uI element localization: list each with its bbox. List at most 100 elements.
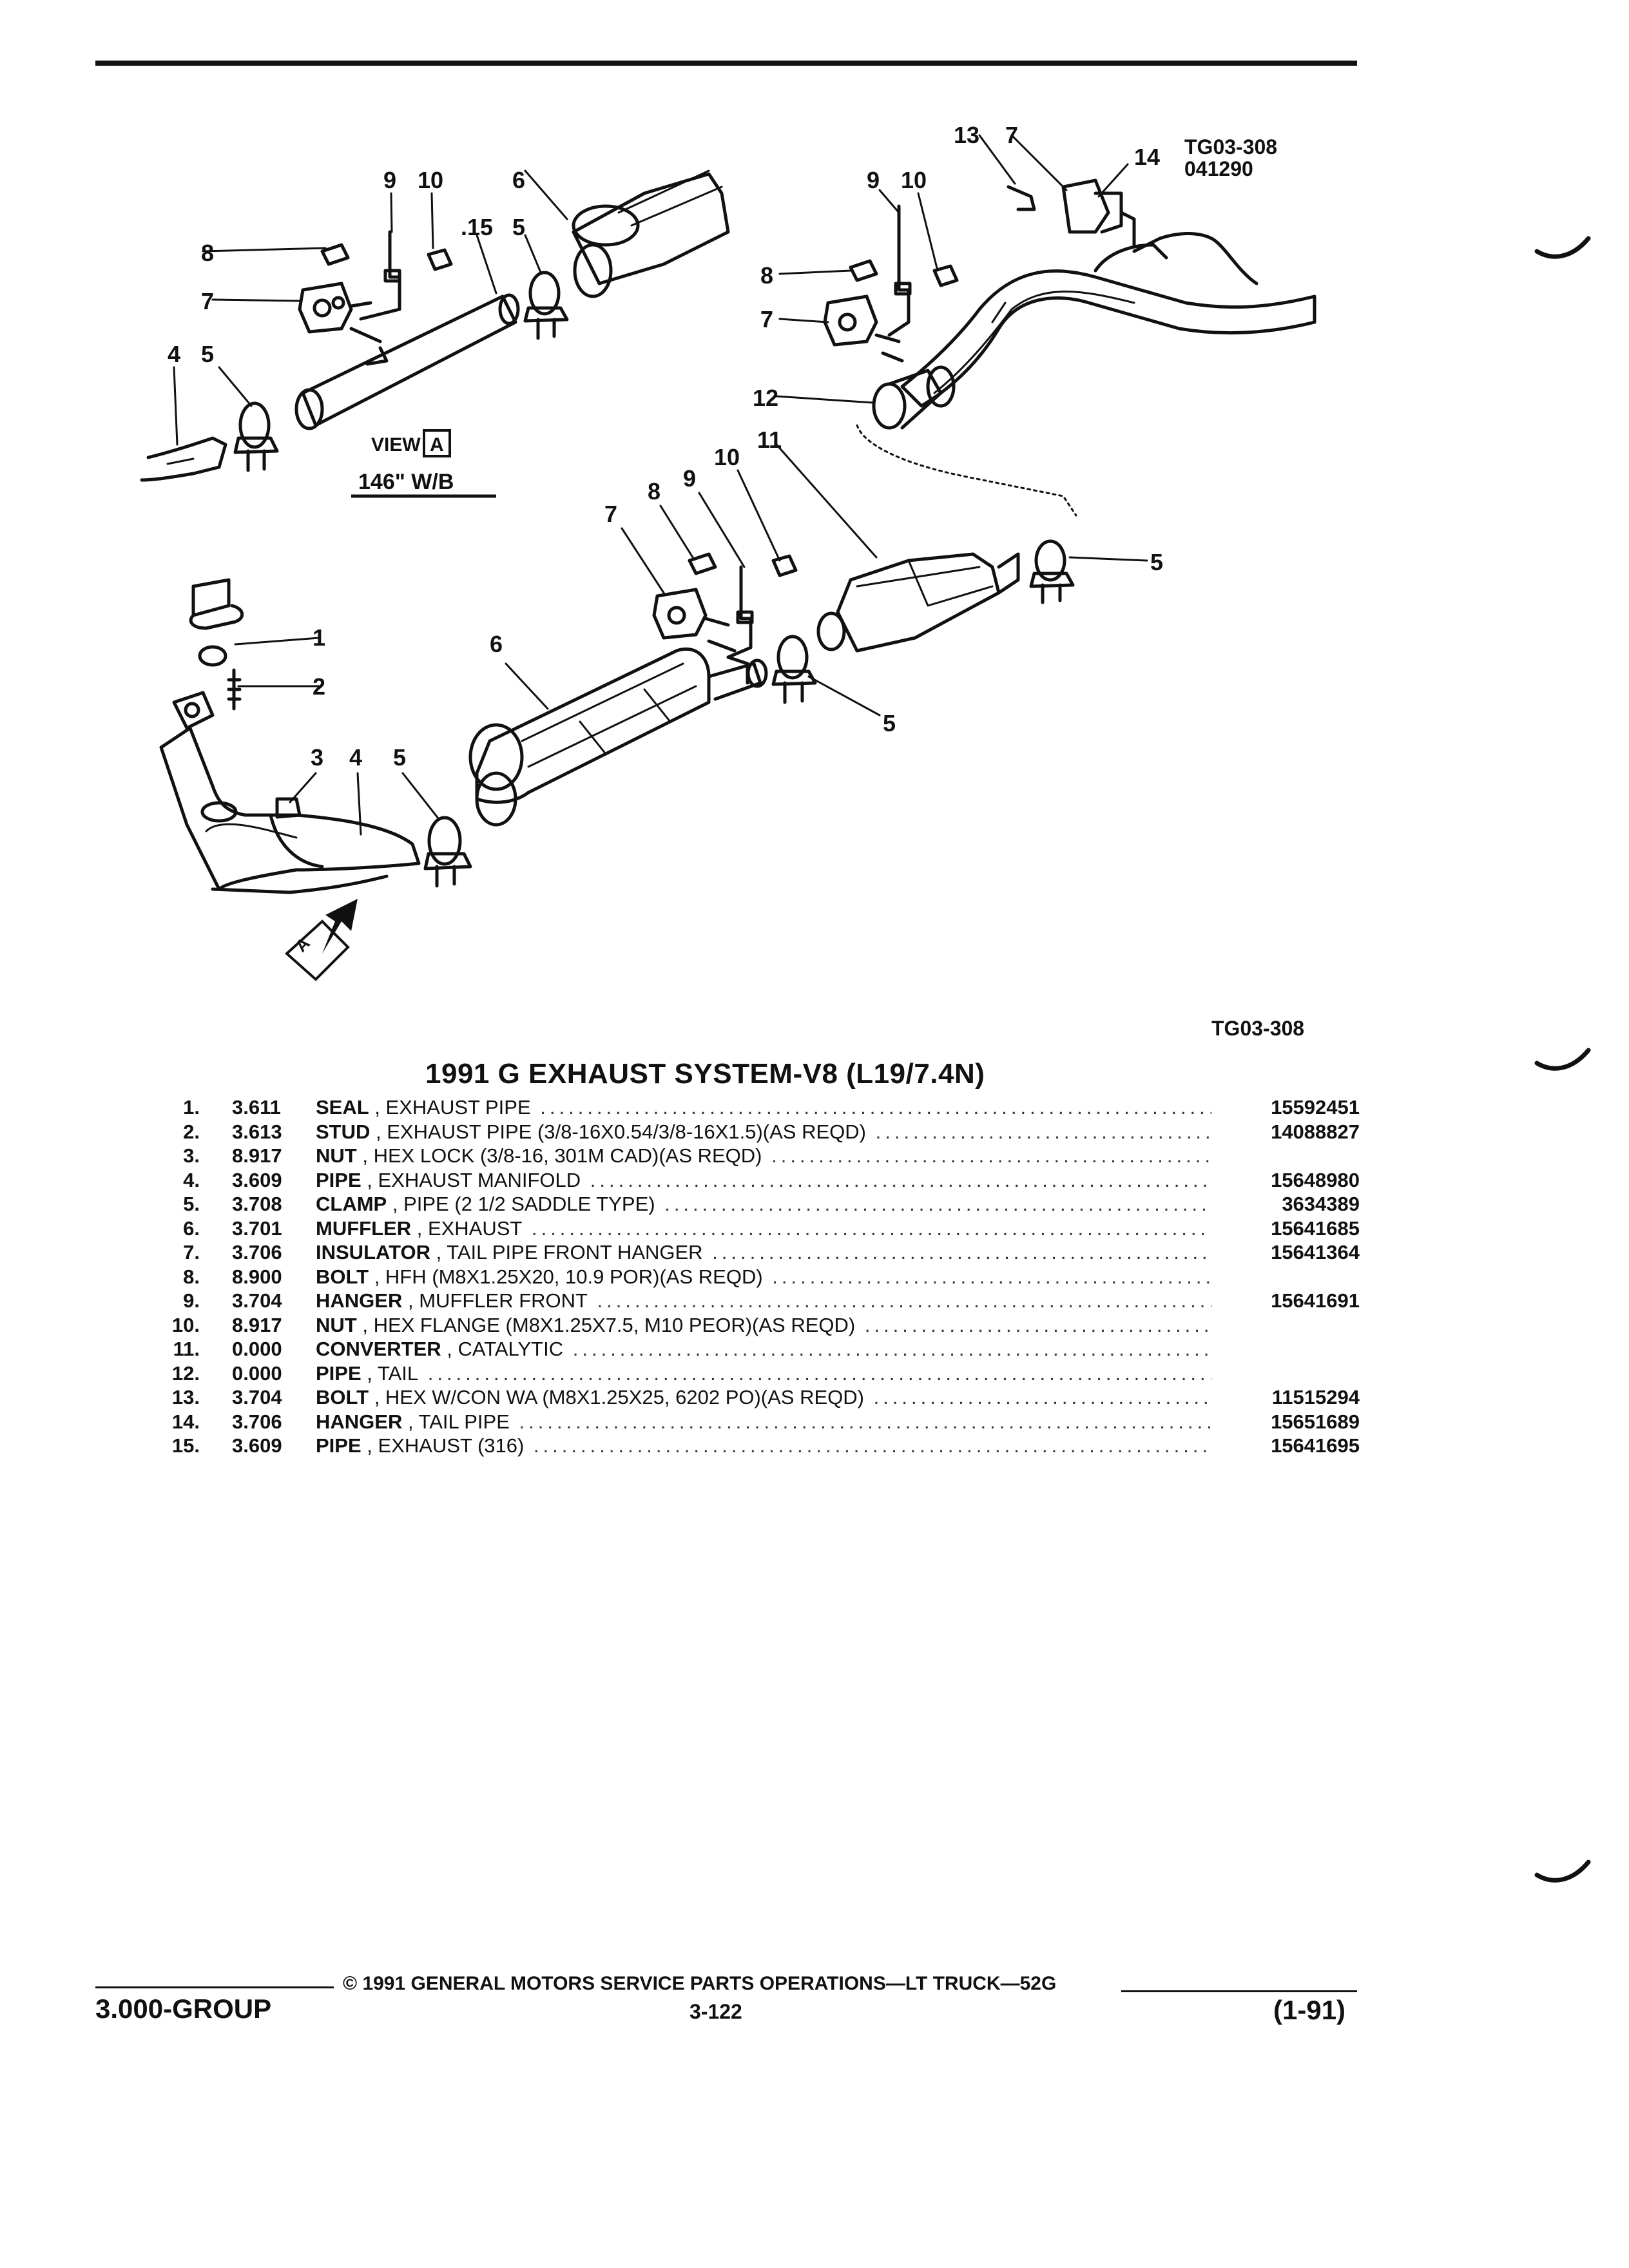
item-code: 0.000 [232,1338,282,1360]
part-number: 15648980 [1271,1168,1360,1191]
item-code: 3.701 [232,1216,282,1240]
part-number: 15651689 [1271,1410,1360,1433]
svg-text:.15: .15 [461,214,493,240]
item-number: 14. [171,1410,200,1433]
footer-rule-left [95,1986,334,1988]
item-code: 3.704 [232,1289,282,1312]
item-name: PIPE [316,1434,361,1457]
item-detail: HEX W/CON WA (M8X1.25X25, 6202 PO)(AS RE… [385,1386,864,1408]
svg-text:10: 10 [418,167,443,193]
item-description: CLAMP , PIPE (2 1/2 SADDLE TYPE) .......… [316,1192,1211,1216]
leader-dots: ........................................… [531,1216,1211,1240]
item-detail-sep: , [361,1168,378,1191]
item-name: NUT [316,1313,357,1336]
item-detail-sep: , [430,1241,447,1264]
item-number: 3. [183,1144,200,1167]
parts-list-row: 10. 8.917 NUT , HEX FLANGE (M8X1.25X7.5, M… [161,1313,1360,1338]
item-detail: TAIL PIPE [418,1410,510,1433]
item-code: 3.613 [232,1120,282,1143]
leader-dots: ........................................… [519,1410,1211,1433]
leader-dots: ........................................… [572,1338,1211,1360]
item-code: 3.706 [232,1410,282,1433]
svg-text:8: 8 [648,478,660,505]
svg-text:7: 7 [201,288,214,314]
leader-dots: ........................................… [771,1144,1211,1167]
svg-text:5: 5 [1150,549,1163,575]
main-exhaust-assembly [159,539,1075,894]
item-code: 3.609 [232,1434,282,1457]
item-code: 3.706 [232,1241,282,1264]
leader-dots: ........................................… [664,1193,1211,1215]
item-number: 2. [183,1120,200,1143]
parts-list-row: 9. 3.704 HANGER , MUFFLER FRONT ..........… [161,1289,1360,1313]
svg-text:13: 13 [954,122,979,148]
item-detail: EXHAUST (316) [378,1434,525,1457]
item-number: 9. [183,1289,200,1312]
item-number: 11. [173,1338,200,1360]
item-name: MUFFLER [316,1216,412,1240]
svg-text:9: 9 [683,465,696,492]
footer-rule-right [1121,1990,1357,1992]
item-code: 3.611 [232,1096,281,1119]
tail-pipe-assembly [823,178,1316,430]
view-a-detail [140,169,730,482]
item-description: HANGER , MUFFLER FRONT .................… [316,1289,1211,1313]
item-description: MUFFLER , EXHAUST ......................… [316,1216,1211,1241]
wheelbase-label: 146" W/B [358,470,454,494]
part-number: 14088827 [1271,1120,1360,1143]
svg-text:11: 11 [757,427,782,453]
item-name: HANGER [316,1410,403,1433]
item-name: SEAL [316,1096,369,1119]
leader-dots: ........................................… [772,1265,1211,1288]
figure-ref-bottom: TG03-308 [1211,1017,1305,1040]
item-detail: EXHAUST MANIFOLD [378,1168,581,1191]
item-detail: TAIL PIPE FRONT HANGER [447,1241,703,1264]
top-rule [95,61,1357,66]
item-detail-sep: , [402,1289,419,1312]
item-code: 0.000 [232,1361,282,1385]
part-number: 15641364 [1271,1241,1360,1264]
item-code: 3.708 [232,1193,282,1215]
view-a-arrow [285,899,358,981]
part-number: 3634389 [1282,1193,1360,1215]
item-detail-sep: , [369,1386,385,1408]
item-name: CONVERTER [316,1338,441,1360]
item-name: CLAMP [316,1193,387,1215]
item-detail: TAIL [377,1361,419,1385]
svg-text:2: 2 [313,673,325,700]
date-code-top: 041290 [1184,157,1253,180]
leader-dots: ........................................… [873,1386,1211,1408]
item-number: 4. [183,1168,200,1191]
leader-dots: ........................................… [590,1168,1211,1191]
svg-text:5: 5 [883,710,896,736]
item-code: 8.917 [232,1313,282,1336]
item-description: STUD , EXHAUST PIPE (3/8-16X0.54/3/8-16X… [316,1120,1211,1144]
svg-text:4: 4 [168,341,180,367]
svg-text:9: 9 [867,167,880,193]
svg-text:5: 5 [393,744,406,771]
binder-mark [1534,236,1591,259]
item-number: 10. [171,1313,200,1336]
item-name: INSULATOR [316,1241,430,1264]
part-number: 11515294 [1271,1386,1360,1408]
part-number: 15592451 [1271,1096,1360,1119]
item-description: NUT , HEX FLANGE (M8X1.25X7.5, M10 PEOR)… [316,1313,1211,1338]
item-description: HANGER , TAIL PIPE .....................… [316,1410,1211,1434]
item-name: BOLT [316,1265,369,1288]
leader-dots: ........................................… [712,1241,1211,1264]
svg-text:5: 5 [512,214,525,240]
item-name: STUD [316,1120,371,1143]
item-name: PIPE [316,1168,361,1191]
leader-dots: ........................................… [875,1120,1211,1143]
figure-ref-top: TG03-308 [1184,135,1278,159]
parts-list-row: 14. 3.706 HANGER , TAIL PIPE .............… [161,1410,1360,1434]
page-number: 3-122 [689,2000,742,2023]
